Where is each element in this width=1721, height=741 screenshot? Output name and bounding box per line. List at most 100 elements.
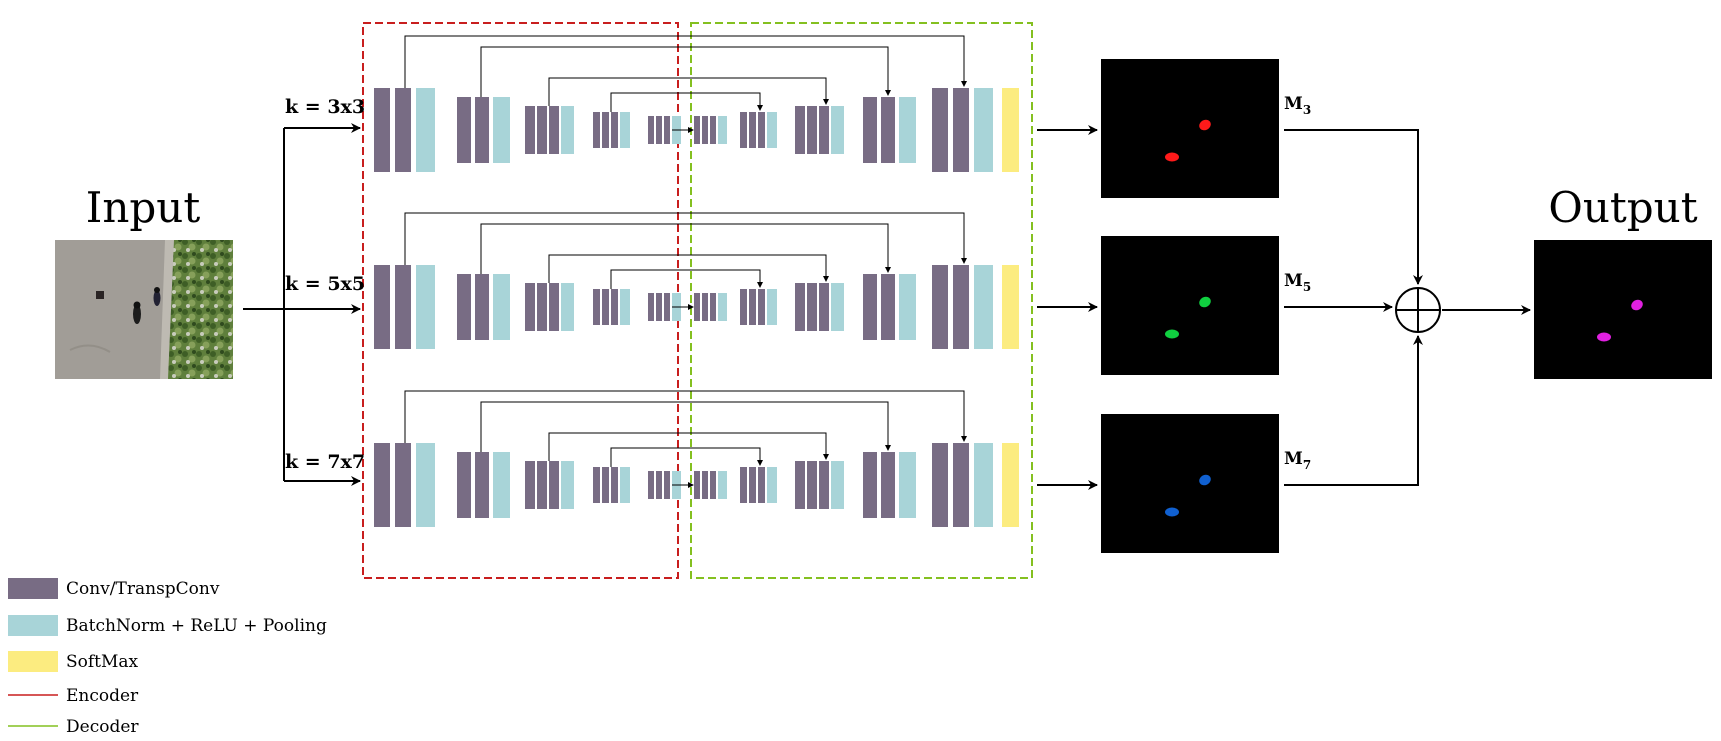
conv-block [593, 289, 600, 325]
conv-block [537, 283, 547, 331]
conv-block [932, 443, 948, 527]
legend-label: SoftMax [66, 652, 139, 672]
conv-block [881, 452, 895, 518]
skip-connection [404, 35, 967, 88]
conv-block [740, 112, 747, 148]
mask-blob [1165, 152, 1179, 162]
batchnorm-block [831, 461, 844, 509]
input-title: Input [86, 183, 201, 232]
skip-connection [548, 254, 829, 283]
conv-block [611, 112, 618, 148]
conv-block [795, 461, 805, 509]
conv-block [758, 112, 765, 148]
batchnorm-block [561, 106, 574, 154]
conv-block [863, 452, 877, 518]
conv-block [819, 283, 829, 331]
skip-connection [548, 432, 829, 461]
conv-block [525, 461, 535, 509]
conv-block [602, 289, 609, 325]
output-blob [1597, 332, 1611, 342]
conv-block [807, 461, 817, 509]
conv-block [749, 289, 756, 325]
conv-block [807, 106, 817, 154]
skip-connection [610, 269, 763, 289]
conv-block [702, 116, 708, 144]
skip-connection [480, 223, 891, 274]
conv-block [648, 471, 654, 499]
conv-block [694, 293, 700, 321]
legend-swatch [8, 578, 58, 599]
legend-swatch [8, 615, 58, 636]
mask-blob [1199, 296, 1211, 308]
conv-block [656, 116, 662, 144]
kernel-label: k = 3x3 [285, 96, 365, 118]
conv-block [694, 471, 700, 499]
conv-block [819, 461, 829, 509]
conv-block [457, 452, 471, 518]
conv-block [395, 265, 411, 349]
conv-block [656, 471, 662, 499]
conv-block [664, 293, 670, 321]
skip-connection [404, 390, 967, 443]
skip-connection [480, 46, 891, 97]
conv-block [549, 461, 559, 509]
decoder-box [690, 22, 1033, 579]
conv-block [475, 97, 489, 163]
batchnorm-block [416, 443, 435, 527]
softmax-block [1002, 443, 1019, 527]
fusion-connector [1284, 129, 1423, 285]
conv-block [648, 293, 654, 321]
conv-block [457, 97, 471, 163]
batchnorm-block [561, 461, 574, 509]
batchnorm-block [620, 467, 630, 503]
batchnorm-block [620, 112, 630, 148]
conv-block [863, 274, 877, 340]
conv-block [953, 88, 969, 172]
batchnorm-block [831, 106, 844, 154]
batchnorm-block [718, 116, 727, 144]
skip-connection [610, 447, 763, 467]
conv-block [611, 467, 618, 503]
conv-block [395, 443, 411, 527]
legend-label: Conv/TranspConv [66, 579, 220, 599]
branch-splitter [243, 123, 361, 486]
conv-block [457, 274, 471, 340]
conv-block [863, 97, 877, 163]
conv-block [795, 283, 805, 331]
sum-circle-icon [1395, 287, 1441, 333]
conv-block [374, 88, 390, 172]
batchnorm-block [718, 471, 727, 499]
conv-block [374, 265, 390, 349]
mask-blob [1165, 329, 1179, 339]
map-label-letter: M [1284, 271, 1303, 291]
conv-block [602, 112, 609, 148]
map-label-subscript: 7 [1303, 458, 1311, 472]
conv-block [758, 467, 765, 503]
batchnorm-block [416, 88, 435, 172]
map-label: M5 [1284, 271, 1311, 294]
map-label-subscript: 3 [1303, 103, 1311, 117]
output-title: Output [1548, 183, 1697, 232]
conv-block [740, 467, 747, 503]
conv-block [525, 283, 535, 331]
softmax-block [1002, 88, 1019, 172]
conv-block [710, 116, 716, 144]
batchnorm-block [899, 452, 916, 518]
conv-block [740, 289, 747, 325]
batchnorm-block [493, 452, 510, 518]
prediction-mask [1101, 59, 1279, 198]
skip-connection [480, 401, 891, 452]
legend-label: Encoder [66, 686, 139, 706]
batchnorm-block [974, 88, 993, 172]
conv-block [694, 116, 700, 144]
conv-block [537, 106, 547, 154]
prediction-mask [1101, 414, 1279, 553]
conv-block [819, 106, 829, 154]
legend-label: BatchNorm + ReLU + Pooling [66, 616, 327, 636]
map-label: M3 [1284, 94, 1311, 117]
conv-block [710, 471, 716, 499]
skip-connection [610, 92, 763, 112]
conv-block [395, 88, 411, 172]
conv-block [881, 97, 895, 163]
